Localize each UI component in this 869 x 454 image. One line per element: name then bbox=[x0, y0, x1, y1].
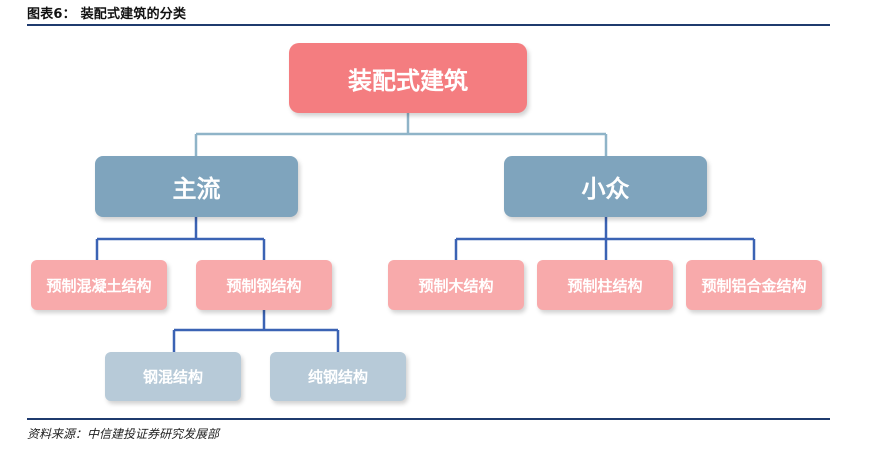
node-precast-concrete: 预制混凝土结构 bbox=[31, 260, 167, 310]
node-precast-steel: 预制钢结构 bbox=[196, 260, 332, 310]
top-rule bbox=[27, 24, 830, 26]
node-pure-steel: 纯钢结构 bbox=[270, 352, 406, 401]
node-root: 装配式建筑 bbox=[289, 43, 527, 113]
node-mainstream: 主流 bbox=[95, 156, 298, 217]
source-note: 资料来源：中信建投证券研究发展部 bbox=[27, 427, 220, 441]
bottom-rule bbox=[27, 418, 830, 420]
node-steel-concrete: 钢混结构 bbox=[105, 352, 241, 401]
node-precast-aluminum: 预制铝合金结构 bbox=[686, 260, 822, 310]
node-niche: 小众 bbox=[504, 156, 707, 217]
figure-title: 图表6： 装配式建筑的分类 bbox=[27, 7, 187, 22]
node-precast-column: 预制柱结构 bbox=[537, 260, 673, 310]
node-precast-wood: 预制木结构 bbox=[388, 260, 524, 310]
